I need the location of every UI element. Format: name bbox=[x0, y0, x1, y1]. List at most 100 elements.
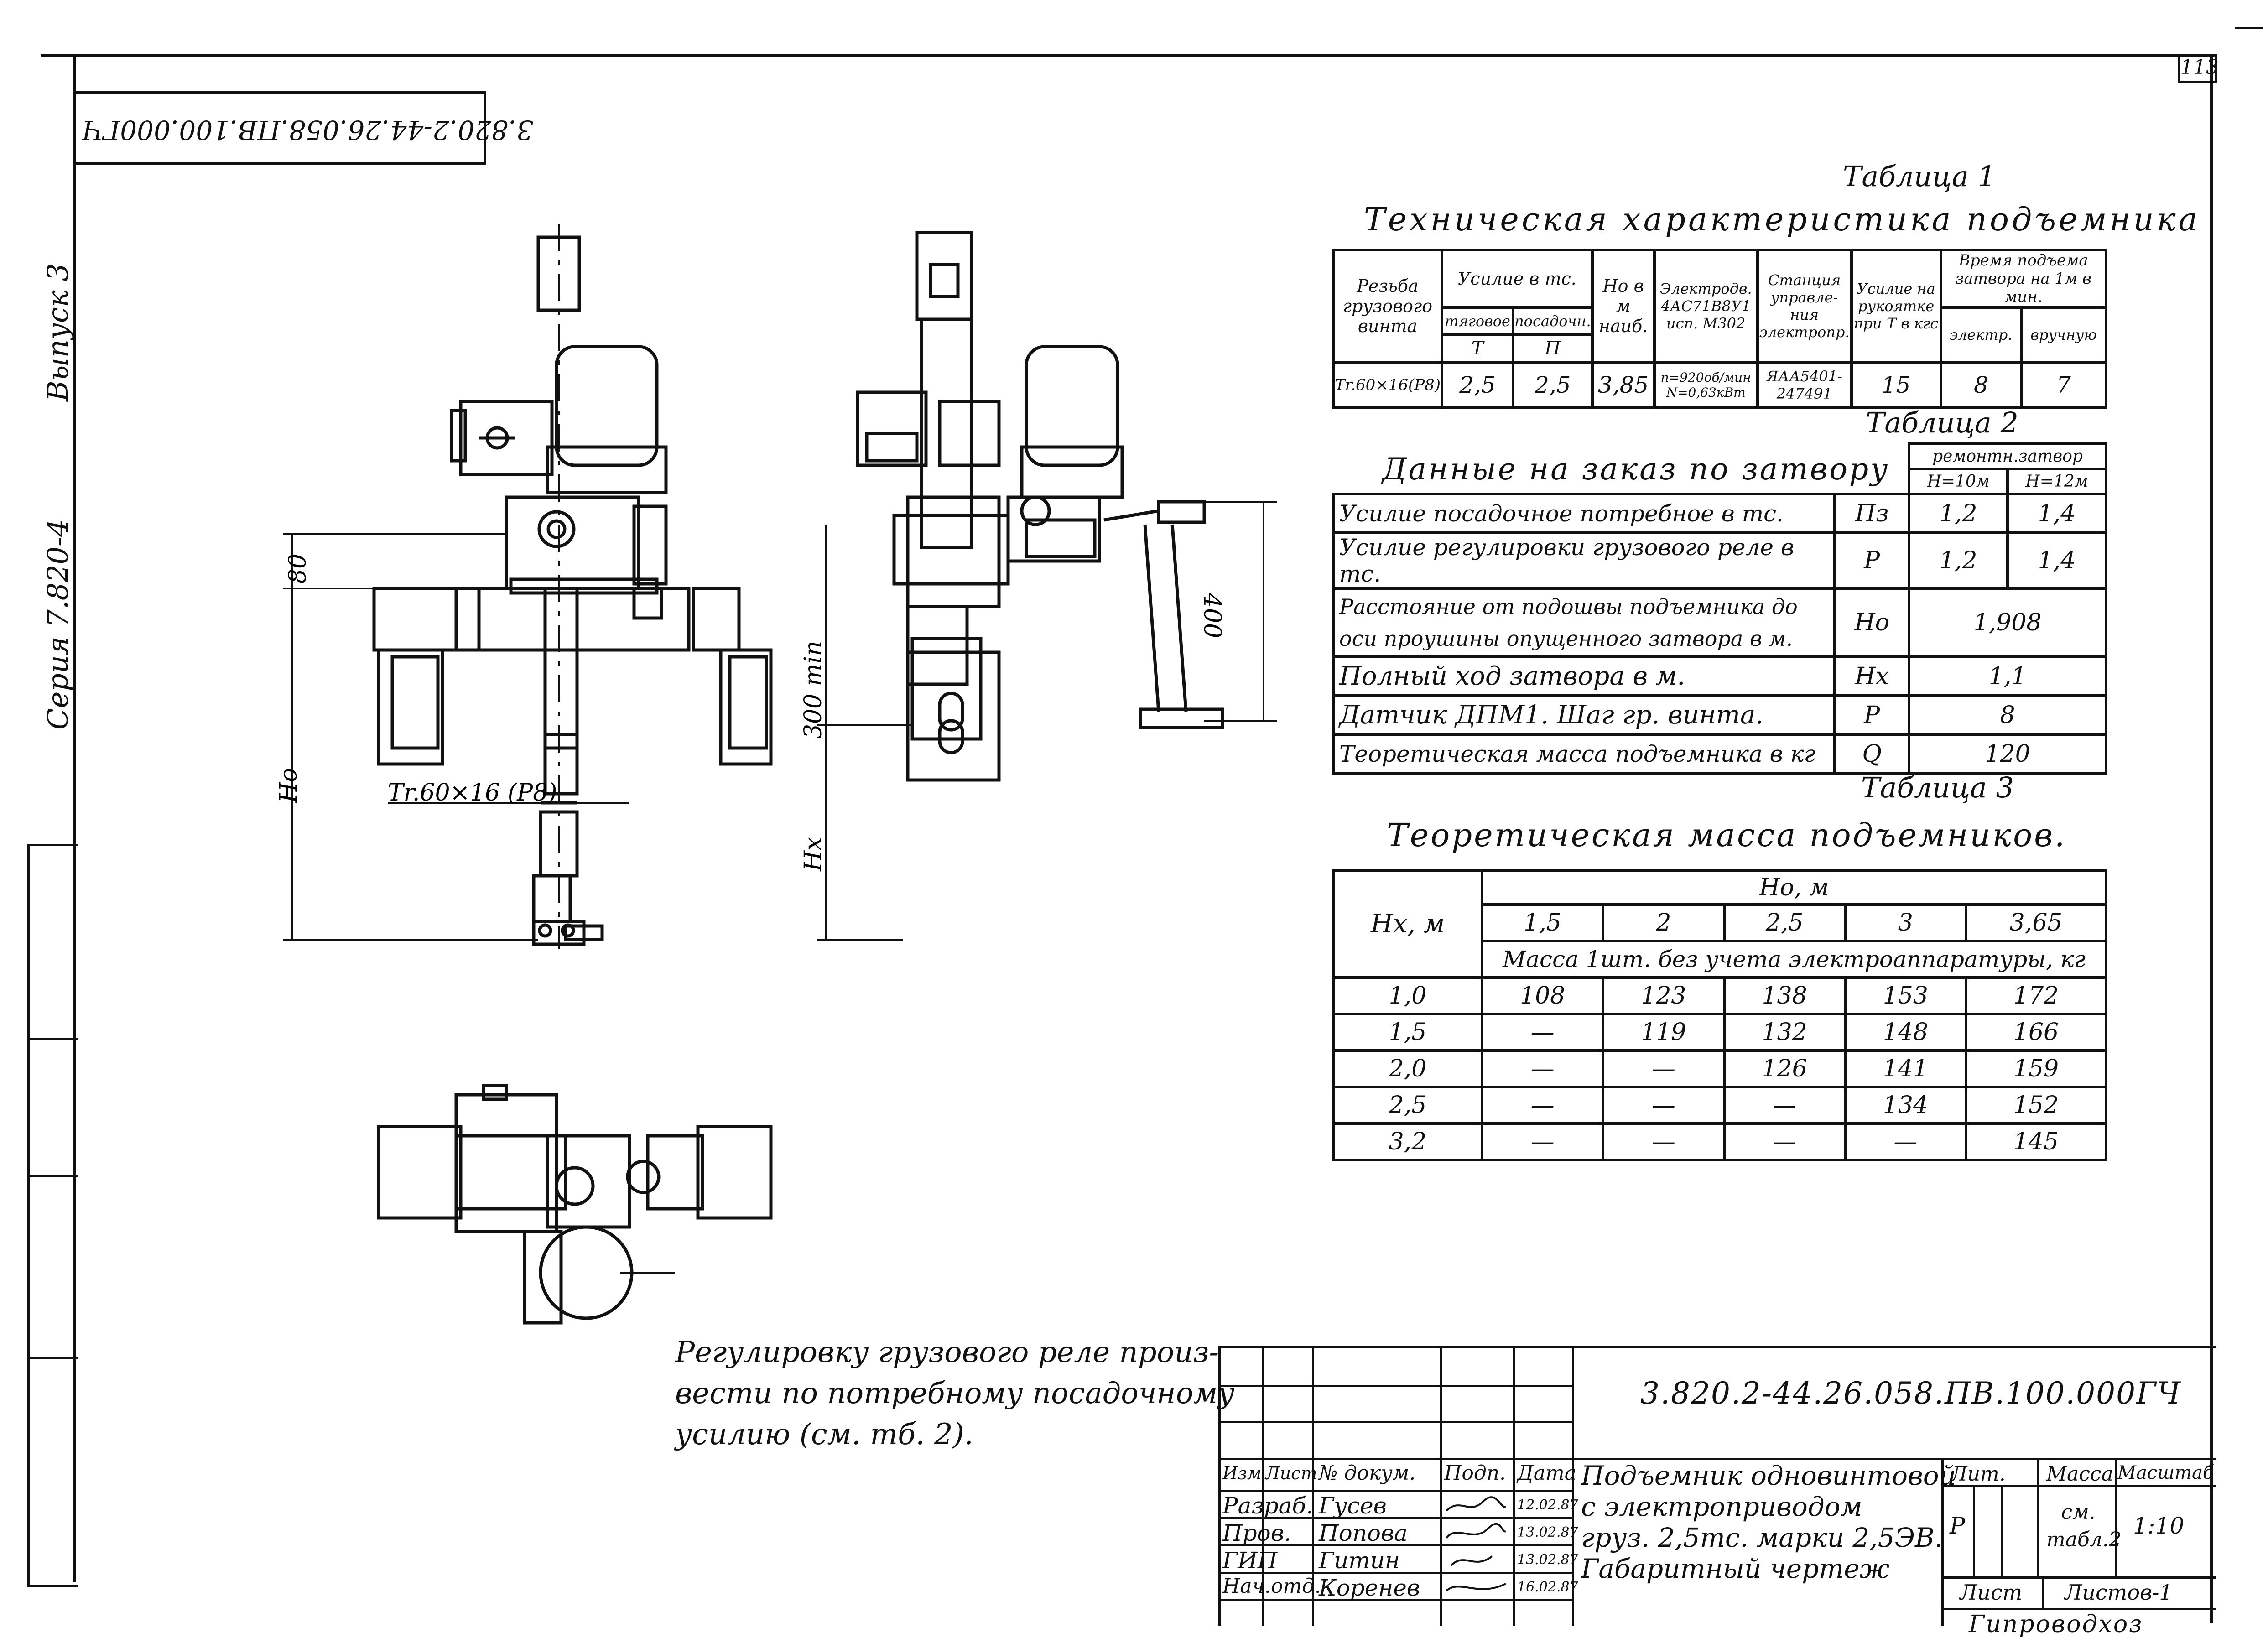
t2-row3-v: 1,1 bbox=[1908, 655, 2107, 697]
t2-row0-v1: 1,2 bbox=[1908, 493, 2009, 534]
tb-role-1: Пров. bbox=[1222, 1520, 1291, 1546]
t2-row1-sym: Р bbox=[1833, 531, 1911, 590]
corner-mark bbox=[2235, 27, 2263, 29]
t2-row5-label: Теоретическая масса подъемника в кг bbox=[1332, 733, 1836, 775]
left-stamp-column bbox=[27, 844, 78, 1587]
note-line-2: вести по потребному посадочному bbox=[675, 1377, 1235, 1410]
dim-80: 80 bbox=[284, 554, 312, 584]
table2-title: Данные на заказ по затвору bbox=[1382, 452, 1890, 487]
side-label-seria: Серия 7.820-4 bbox=[41, 519, 74, 730]
tb-hdr-podp: Подп. bbox=[1444, 1461, 1506, 1485]
t2-row5-sym: Q bbox=[1833, 733, 1911, 775]
t1-h-usilie-ruk: Усилие на рукоятке при Т в кгс bbox=[1850, 249, 1942, 364]
t2-row3-label: Полный ход затвора в м. bbox=[1332, 655, 1836, 697]
t2-row1-label: Усилие регулировки грузового реле в тс. bbox=[1332, 531, 1836, 590]
t3-r1-v4: 166 bbox=[1965, 1013, 2107, 1052]
table1: Резьба грузового винта Усилие в тс. Но в… bbox=[1332, 249, 2108, 409]
tb-date-0: 12.02.87 bbox=[1517, 1497, 1578, 1513]
signatures bbox=[1446, 1496, 1507, 1591]
t2-row1-v2: 1,4 bbox=[2006, 531, 2107, 590]
table3-title: Теоретическая масса подъемников. bbox=[1387, 816, 2067, 854]
dim-hx: Hx bbox=[800, 837, 827, 872]
t3-r2-v1: — bbox=[1602, 1049, 1726, 1088]
tb-name-2: Гитин bbox=[1319, 1547, 1400, 1574]
t3-r4-v2: — bbox=[1722, 1122, 1847, 1161]
t2-row4-sym: Р bbox=[1833, 694, 1911, 736]
table2-caption: Таблица 2 bbox=[1866, 406, 2018, 439]
t1-h-usilie: Усилие в тс. bbox=[1441, 249, 1594, 309]
t2-row3-sym: Нх bbox=[1833, 655, 1911, 697]
t1-h-T: Т bbox=[1441, 333, 1515, 364]
tb-role-2: ГИП bbox=[1222, 1547, 1278, 1574]
title-block: 3.820.2-44.26.058.ПВ.100.000ГЧ Изм Лист … bbox=[1218, 1346, 2216, 1638]
tb-hdr-list: Лист bbox=[1265, 1463, 1317, 1483]
t3-r0-v0: 108 bbox=[1480, 976, 1605, 1015]
t1-rezba: Tr.60×16(P8) bbox=[1332, 361, 1444, 409]
tb-name-line-2: с электроприводом bbox=[1581, 1491, 1862, 1522]
t3-r3-v3: 134 bbox=[1843, 1086, 1968, 1125]
plan-view bbox=[377, 1084, 773, 1325]
tb-listov-hdr: Листов-1 bbox=[2065, 1580, 2173, 1605]
note-line-1: Регулировку грузового реле произ- bbox=[675, 1336, 1219, 1369]
tb-name-line-1: Подъемник одновинтовой bbox=[1581, 1460, 1956, 1491]
tb-name-block: Подъемник одновинтовой с электроприводом… bbox=[1581, 1460, 1956, 1584]
t1-electrodv: n=920об/мин N=0,63кВт bbox=[1653, 361, 1759, 409]
table1-caption: Таблица 1 bbox=[1843, 160, 1996, 193]
t3-r3-v1: — bbox=[1602, 1086, 1726, 1125]
frame-top bbox=[41, 54, 2217, 57]
note: Регулировку грузового реле произ- вести … bbox=[675, 1332, 1234, 1455]
t1-h-electrodv: Электродв. 4АС71В8У1 исп. М302 bbox=[1653, 249, 1759, 364]
t3-r3-hx: 2,5 bbox=[1332, 1086, 1483, 1125]
t3-r1-v0: — bbox=[1480, 1013, 1605, 1052]
t3-r1-hx: 1,5 bbox=[1332, 1013, 1483, 1052]
t3-r0-hx: 1,0 bbox=[1332, 976, 1483, 1015]
t3-r2-v2: 126 bbox=[1722, 1049, 1847, 1088]
t1-P: 2,5 bbox=[1512, 361, 1594, 409]
tb-org: Гипроводхоз bbox=[1969, 1611, 2143, 1638]
t3-subheader: Масса 1шт. без учета электроаппаратуры, … bbox=[1481, 940, 2107, 979]
thread-label: Tr.60×16 (P8) bbox=[388, 779, 557, 806]
side-label-vypusk: Выпуск 3 bbox=[41, 263, 74, 401]
t1-h-rezba: Резьба грузового винта bbox=[1332, 249, 1444, 364]
table1-title: Техническая характеристика подъемника bbox=[1364, 201, 2200, 238]
t2-group-header: ремонтн.затвор bbox=[1908, 442, 2107, 470]
tb-date-3: 16.02.87 bbox=[1517, 1579, 1578, 1595]
t3-col-3: 3 bbox=[1843, 903, 1968, 942]
tb-date-1: 13.02.87 bbox=[1517, 1524, 1578, 1540]
t3-r2-v0: — bbox=[1480, 1049, 1605, 1088]
rotated-doc-code: 3.820.2-44.26.058.ПВ.100.000ГЧ bbox=[82, 114, 534, 146]
dim-300min: 300 min bbox=[800, 641, 827, 739]
t3-r4-v4: 145 bbox=[1965, 1122, 2107, 1161]
t3-r0-v1: 123 bbox=[1602, 976, 1726, 1015]
tb-name-3: Коренев bbox=[1319, 1575, 1420, 1601]
t3-r0-v2: 138 bbox=[1722, 976, 1847, 1015]
tb-list-hdr: Лист bbox=[1960, 1580, 2023, 1605]
technical-drawing: 80 Но Tr.60×16 (P8) 300 min Hx 400 bbox=[275, 224, 1277, 1325]
t3-r3-v2: — bbox=[1722, 1086, 1847, 1125]
t2-row2-v: 1,908 bbox=[1908, 587, 2107, 658]
t3-r0-v3: 153 bbox=[1843, 976, 1968, 1015]
tb-name-0: Гусев bbox=[1319, 1492, 1387, 1519]
tb-date-2: 13.02.87 bbox=[1517, 1552, 1578, 1568]
table3-caption: Таблица 3 bbox=[1861, 771, 2014, 804]
frame-left bbox=[73, 54, 76, 1582]
t2-row0-sym: Пз bbox=[1833, 493, 1911, 534]
sheet-number-box: 113 bbox=[2178, 54, 2219, 83]
t1-h-tyagovoe: тяговое bbox=[1441, 306, 1515, 336]
t2-row0-v2: 1,4 bbox=[2006, 493, 2107, 534]
dim-400: 400 bbox=[1198, 593, 1226, 638]
t1-h-P: П bbox=[1512, 333, 1594, 364]
tb-scale-val: 1:10 bbox=[2133, 1513, 2185, 1539]
t3-col-2: 2,5 bbox=[1722, 903, 1847, 942]
t3-r2-v3: 141 bbox=[1843, 1049, 1968, 1088]
tb-hdr-ndok: № докум. bbox=[1319, 1461, 1416, 1485]
t1-h-vruchnuyu: вручную bbox=[2019, 306, 2108, 364]
t3-r1-v1: 119 bbox=[1602, 1013, 1726, 1052]
t3-r2-hx: 2,0 bbox=[1332, 1049, 1483, 1088]
tb-name-line-4: Габаритный чертеж bbox=[1581, 1553, 1890, 1584]
tb-lit-hdr: Лит. bbox=[1951, 1462, 2006, 1486]
tb-hdr-izm: Изм bbox=[1222, 1463, 1262, 1483]
t3-r4-v0: — bbox=[1480, 1122, 1605, 1161]
t1-h-stantsiya: Станция управле-ния электропр. bbox=[1756, 249, 1853, 364]
t3-col-1: 2 bbox=[1602, 903, 1726, 942]
